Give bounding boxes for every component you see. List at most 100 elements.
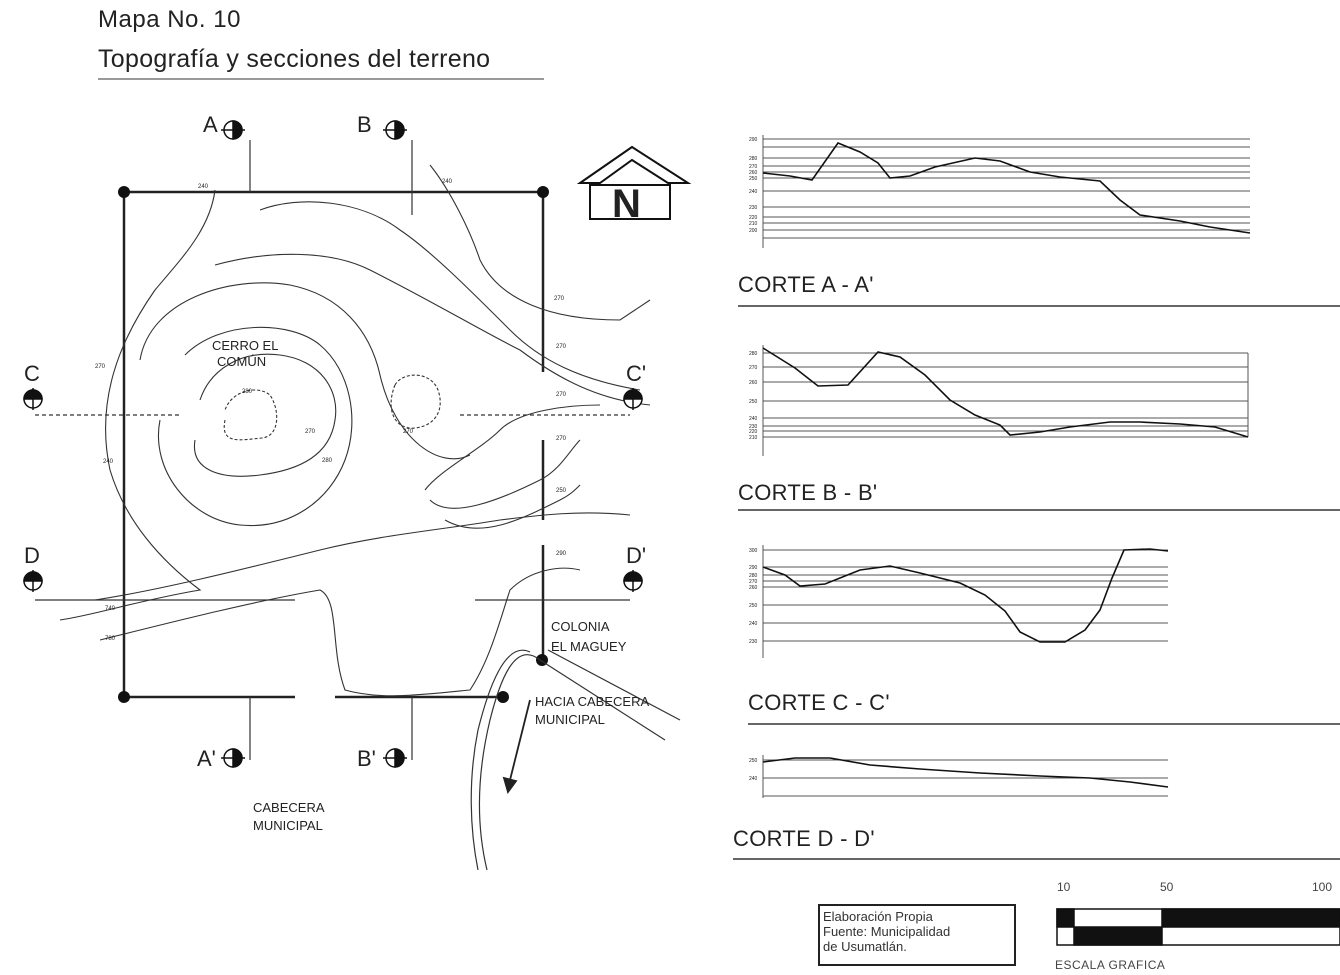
profile-d-grid bbox=[762, 755, 1168, 798]
credits-line-3: de Usumatlán. bbox=[823, 939, 907, 954]
section-label-b: CORTE B - B' bbox=[738, 480, 878, 505]
marker-label-c-prime: C' bbox=[626, 361, 646, 386]
label-hacia-1: HACIA CABECERA bbox=[535, 694, 649, 709]
svg-text:270: 270 bbox=[554, 296, 565, 302]
svg-text:270: 270 bbox=[556, 344, 567, 350]
svg-text:250: 250 bbox=[556, 488, 567, 494]
scale-title: ESCALA GRAFICA bbox=[1055, 958, 1166, 972]
map-title: Topografía y secciones del terreno bbox=[98, 45, 544, 80]
marker-b-prime bbox=[383, 748, 407, 768]
label-cerro-1: CERRO EL bbox=[212, 338, 278, 353]
svg-text:780: 780 bbox=[105, 636, 116, 642]
marker-label-d-prime: D' bbox=[626, 543, 646, 568]
svg-text:270: 270 bbox=[403, 429, 414, 435]
profile-d bbox=[762, 757, 1169, 788]
scale-bar bbox=[1056, 908, 1340, 946]
marker-c bbox=[23, 388, 43, 410]
profile-b bbox=[762, 347, 1249, 438]
profile-a-grid bbox=[762, 135, 1250, 248]
svg-text:270: 270 bbox=[305, 429, 316, 435]
svg-text:260: 260 bbox=[749, 170, 758, 176]
marker-label-d: D bbox=[24, 543, 40, 568]
profile-b-grid bbox=[762, 345, 1249, 456]
contour-labels: 240 240 270 270 270 270 250 290 270 240 … bbox=[95, 179, 567, 642]
section-divider-d bbox=[733, 858, 1340, 860]
profile-c bbox=[762, 548, 1169, 643]
svg-text:250: 250 bbox=[749, 176, 758, 182]
scale-tick-10: 10 bbox=[1057, 880, 1071, 894]
label-colonia-2: EL MAGUEY bbox=[551, 639, 627, 654]
road-to-cabecera bbox=[470, 649, 681, 871]
credits-line-2: Fuente: Municipalidad bbox=[823, 924, 951, 939]
section-divider-a bbox=[738, 305, 1340, 307]
svg-text:250: 250 bbox=[749, 603, 758, 609]
svg-text:240: 240 bbox=[749, 621, 758, 627]
marker-c-prime bbox=[623, 388, 643, 410]
svg-text:300: 300 bbox=[749, 548, 758, 554]
section-divider-c bbox=[748, 723, 1340, 725]
svg-text:280: 280 bbox=[749, 573, 758, 579]
marker-a bbox=[221, 120, 245, 140]
credits-box: Elaboración Propia Fuente: Municipalidad… bbox=[818, 904, 1016, 966]
section-label-c: CORTE C - C' bbox=[748, 690, 890, 715]
svg-text:270: 270 bbox=[749, 579, 758, 585]
svg-text:270: 270 bbox=[95, 364, 106, 370]
svg-text:270: 270 bbox=[556, 392, 567, 398]
marker-label-c: C bbox=[24, 361, 40, 386]
direction-arrow bbox=[502, 699, 531, 795]
north-arrow-icon: N bbox=[576, 145, 692, 226]
svg-text:250: 250 bbox=[749, 758, 758, 764]
svg-text:280: 280 bbox=[749, 351, 758, 357]
label-cabecera-1: CABECERA bbox=[253, 800, 325, 815]
svg-text:240: 240 bbox=[749, 416, 758, 422]
scale-tick-100: 100 bbox=[1312, 880, 1333, 894]
marker-label-a-prime: A' bbox=[197, 746, 216, 771]
section-label-a: CORTE A - A' bbox=[738, 272, 874, 297]
profile-c-grid bbox=[762, 545, 1168, 658]
label-cabecera-2: MUNICIPAL bbox=[253, 818, 323, 833]
svg-text:290: 290 bbox=[556, 551, 567, 557]
svg-text:290: 290 bbox=[749, 137, 758, 143]
marker-d-prime bbox=[623, 570, 643, 592]
section-marker-letters: A B A' B' C C' D D' bbox=[24, 112, 646, 771]
svg-text:280: 280 bbox=[322, 458, 333, 464]
svg-text:740: 740 bbox=[105, 606, 116, 612]
svg-text:220: 220 bbox=[749, 429, 758, 435]
marker-label-a: A bbox=[203, 112, 218, 137]
svg-text:240: 240 bbox=[749, 189, 758, 195]
label-cerro-2: COMÚN bbox=[217, 354, 266, 369]
svg-text:280: 280 bbox=[749, 156, 758, 162]
marker-label-b: B bbox=[357, 112, 372, 137]
svg-text:280: 280 bbox=[242, 389, 253, 395]
svg-text:260: 260 bbox=[749, 380, 758, 386]
svg-text:290: 290 bbox=[749, 565, 758, 571]
svg-text:270: 270 bbox=[556, 436, 567, 442]
grid-frame bbox=[122, 190, 545, 699]
svg-text:200: 200 bbox=[749, 228, 758, 234]
svg-text:260: 260 bbox=[749, 585, 758, 591]
section-lines bbox=[35, 140, 630, 760]
svg-text:240: 240 bbox=[198, 184, 209, 190]
marker-b bbox=[383, 120, 407, 140]
svg-text:270: 270 bbox=[749, 365, 758, 371]
map-number: Mapa No. 10 bbox=[98, 6, 241, 33]
svg-text:240: 240 bbox=[442, 179, 453, 185]
svg-text:240: 240 bbox=[103, 459, 114, 465]
svg-text:N: N bbox=[612, 182, 641, 226]
profile-a bbox=[762, 142, 1251, 234]
svg-text:210: 210 bbox=[749, 435, 758, 441]
svg-text:220: 220 bbox=[749, 215, 758, 221]
marker-label-b-prime: B' bbox=[357, 746, 376, 771]
marker-a-prime bbox=[221, 748, 245, 768]
svg-text:230: 230 bbox=[749, 424, 758, 430]
svg-text:230: 230 bbox=[749, 205, 758, 211]
svg-text:250: 250 bbox=[749, 399, 758, 405]
credits-line-1: Elaboración Propia bbox=[823, 909, 933, 924]
scale-tick-50: 50 bbox=[1160, 880, 1174, 894]
svg-text:240: 240 bbox=[749, 776, 758, 782]
section-label-d: CORTE D - D' bbox=[733, 826, 875, 851]
label-colonia-1: COLONIA bbox=[551, 619, 610, 634]
section-divider-b bbox=[738, 509, 1340, 511]
